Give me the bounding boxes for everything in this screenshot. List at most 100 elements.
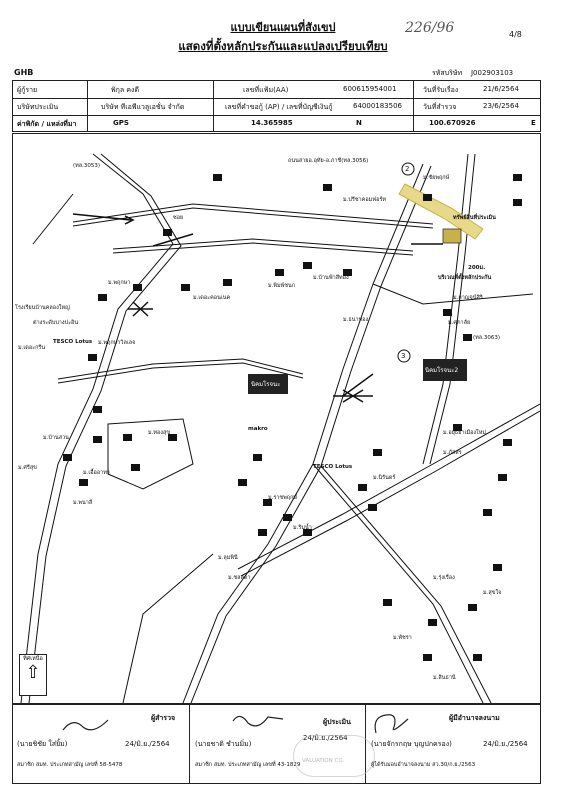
distance-label: 200ม. (468, 265, 486, 271)
map-label: ม.ศรีสุข (18, 465, 37, 471)
route-2-label: 2 (405, 165, 410, 173)
appraiser-name: (นายชาติ ชำนมิ่ม) (195, 740, 252, 748)
file-no-label: เลขที่แฟ้ม(AA) (243, 86, 289, 94)
road-right-label: (ทล.3063) (473, 335, 501, 341)
map-label: ม.ภัสสร (443, 450, 462, 456)
north-label: ทิศเหนือ (23, 656, 43, 662)
factory-2-label: นิคมโรจนะ2 (425, 367, 459, 374)
appraiser-signature-icon (232, 715, 284, 727)
surveyor-name: (นายชิชัย ใส่ยิ้ม) (17, 740, 68, 748)
collateral-location-label: บริเวณที่ตั้งหลักประกัน (438, 275, 492, 281)
tesco-label: TESCO Lotus (53, 339, 93, 345)
factory-1-block (248, 374, 288, 394)
subject-label: ทรัพย์สินที่ประเมิน (453, 215, 496, 221)
map-canvas (20, 153, 540, 703)
survey-date: 23/6/2564 (483, 102, 519, 110)
road-3053-label: (ทล.3053) (73, 163, 101, 169)
survey-label: วันที่สำรวจ (423, 103, 457, 111)
company-stamp: VALUATION CO. (293, 735, 375, 777)
gps-label: GPS (113, 119, 129, 127)
signature-block: ผู้สำรวจ (นายชิชัย ใส่ยิ้ม) 24/มิ.ย./256… (12, 704, 541, 784)
info-table: ผู้กู้ราย พิกุล คงดี เลขที่แฟ้ม(AA) 6006… (12, 80, 541, 132)
north-indicator: ทิศเหนือ ⇧ (19, 654, 47, 696)
map-label: ม.อยุธยาเมืองใหม่ (443, 430, 486, 436)
map-label: ม.ราชพฤกษ์ (268, 495, 298, 501)
map-label: ม.สินธานี (433, 675, 456, 681)
appraiser-co-label: บริษัทประเมิน (17, 103, 59, 111)
latitude-dir: N (356, 119, 362, 127)
longitude-value: 100.670926 (429, 119, 476, 127)
subject-road-highlight (398, 183, 484, 240)
soi-label: ซอย (173, 215, 184, 221)
map-label: ม.เอื้ออาทร (83, 470, 110, 476)
map-label: ม.เดอะกรีน (18, 345, 46, 351)
company-code: รหัสบริษัท J002903103 (432, 68, 513, 79)
route-2-marker (401, 162, 415, 176)
coord-label: ค่าพิกัด / แหล่งที่มา (17, 120, 77, 128)
approver-name: (นายจักรกฤษ บุญปกครอง) (371, 740, 452, 748)
borrower-label: ผู้กู้ราย (17, 86, 38, 94)
request-no-label: เลขที่คำขอกู้ (AP) / เลขที่บัญชีเงินกู้ (225, 103, 333, 111)
map-label: ม.สุขใจ (483, 590, 502, 596)
bank-abbreviation: GHB (14, 68, 34, 77)
map-label: ม.รุ่งเรือง (433, 575, 455, 581)
map-label: ม.พิมพ์ชนก (268, 283, 296, 289)
stamp-text: VALUATION CO. (302, 758, 345, 764)
surveyor-date: 24/มิ.ย./2564 (125, 740, 170, 748)
info-row-coords: ค่าพิกัด / แหล่งที่มา GPS 14.365985 N 10… (13, 115, 540, 132)
north-arrow-icon: ⇧ (25, 662, 41, 683)
map-label: ม.พฤกษา (108, 280, 131, 286)
company-code-value: J002903103 (470, 69, 514, 77)
location-map: ถนนสายอ.อุทัย-อ.ภาชี(ทล.3056) (ทล.3053) … (12, 133, 541, 704)
tesco-2-label: TESCO Lotus (313, 464, 353, 470)
approver-date: 24/มิ.ย./2564 (483, 740, 528, 748)
map-label: โรงเรียนบ้านคลองใหญ่ (15, 305, 70, 311)
bangpain-label: ต่างระดับบางปะอิน (33, 320, 79, 326)
appraiser-label: ผู้ประเมิน (323, 718, 351, 726)
request-no-value: 64000183506 (353, 102, 402, 110)
subject-marker (442, 228, 462, 244)
received-date: 21/6/2564 (483, 85, 519, 93)
surveyor-license: สมาชิก สมท. ประเภทสามัญ เลขที่ 58-5478 (17, 762, 123, 768)
factory-2-block (423, 359, 467, 381)
map-label: ม.ริมน้ำ (293, 525, 312, 531)
file-no-value: 600615954001 (343, 85, 397, 93)
road-3056-label: ถนนสายอ.อุทัย-อ.ภาชี(ทล.3056) (288, 158, 369, 164)
map-label: ม.เดอะคอนเนค (193, 295, 231, 301)
info-row-appraiser: บริษัทประเมิน บริษัท ทีเอพีแวลูเอชั่น จำ… (13, 98, 540, 116)
page-title: แบบเขียนแผนที่สังเขป (230, 21, 336, 34)
appraiser-co-value: บริษัท ทีเอพีแวลูเอชั่น จำกัด (101, 103, 185, 111)
map-label: ม.ชัยพฤกษ์ (423, 175, 450, 181)
page-subtitle: แสดงที่ตั้งหลักประกันและแปลงเปรียบเทียบ (178, 39, 388, 53)
surveyor-label: ผู้สำรวจ (151, 714, 176, 722)
borrower-name: พิกุล คงดี (111, 86, 140, 94)
info-row-borrower: ผู้กู้ราย พิกุล คงดี เลขที่แฟ้ม(AA) 6006… (13, 81, 540, 99)
received-label: วันที่รับเรื่อง (423, 86, 459, 94)
approver-license: ผู้ได้รับมอบอำนาจลงนาม สว.30/ก.ย./2563 (371, 762, 476, 768)
interchange-mark (333, 389, 373, 403)
latitude-value: 14.365985 (251, 119, 293, 127)
company-code-label: รหัสบริษัท (432, 69, 463, 77)
makro-label: makro (248, 426, 268, 432)
factory-1-label: นิคมโรจนะ (251, 381, 281, 388)
map-label: ม.พฤกษาวิลเลจ (98, 340, 136, 346)
map-label: ม.นิรันดร์ (373, 475, 396, 481)
handwritten-reference: 226/96 (405, 20, 455, 36)
appraiser-license: สมาชิก สมท. ประเภทสามัญ เลขที่ 43-1829 (195, 762, 301, 768)
map-label: ม.บ้านฟ้าสีทอง (313, 275, 349, 281)
map-label: ม.พนาลี (73, 500, 93, 506)
map-label: ม.ธนาทอง (343, 317, 369, 323)
map-label: ม.บ้านสวน (43, 435, 69, 441)
route-3-marker (397, 349, 411, 363)
map-label: ม.ปรีชาคอมฟอร์ท (343, 197, 387, 203)
map-label: ม.กาญจน์สิริ (453, 295, 483, 301)
map-label: ม.ทองสุข (148, 430, 171, 436)
approver-label: ผู้มีอำนาจลงนาม (449, 714, 500, 722)
surveyor-signature-icon (62, 719, 109, 731)
approver-signature-icon (374, 714, 409, 734)
map-label: ม.พัชรา (393, 635, 412, 641)
map-label: ม.ชลลดา (228, 575, 251, 581)
page-number: 4/8 (509, 30, 522, 39)
map-label: ม.ลุมพินี (218, 555, 238, 561)
longitude-dir: E (531, 119, 536, 127)
